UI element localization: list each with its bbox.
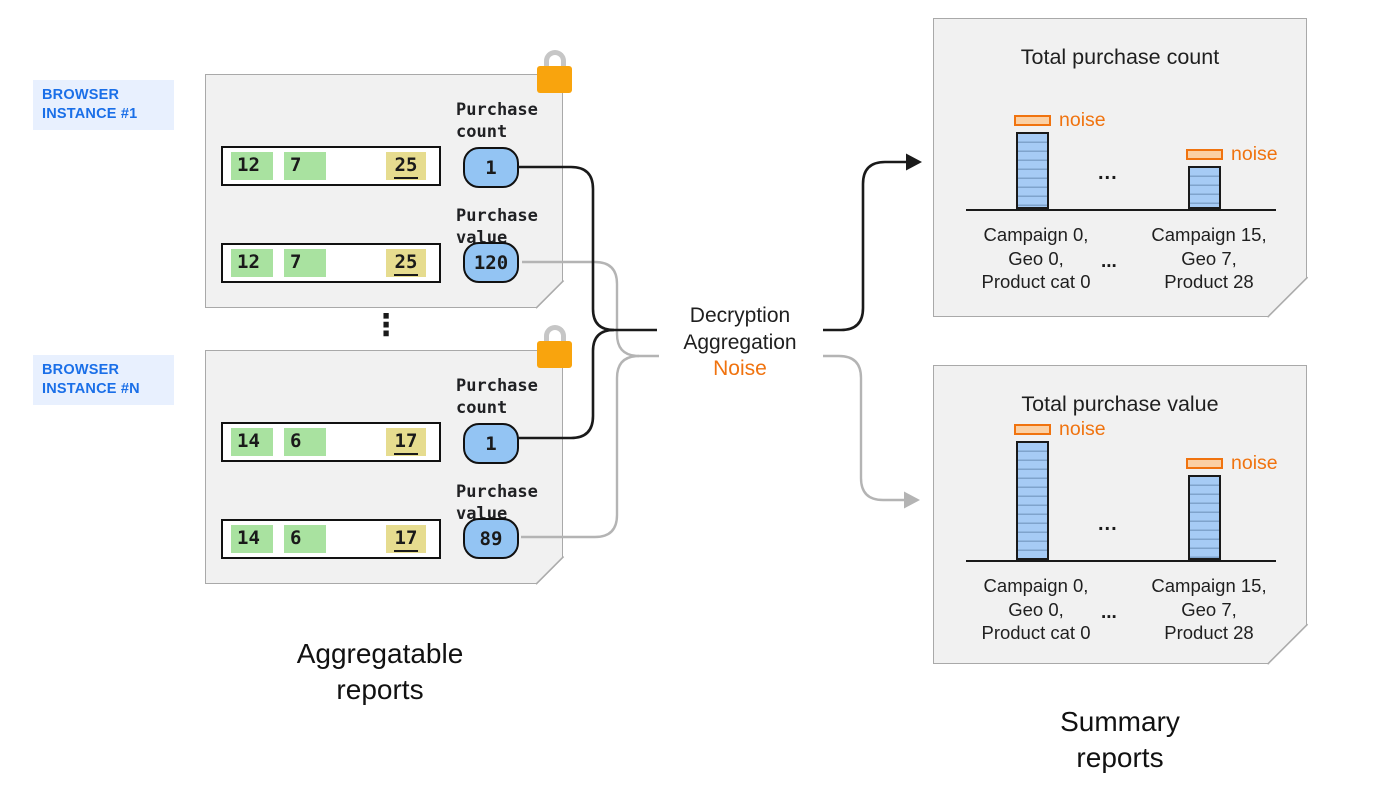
purchase-count-label: Purchase count [456, 100, 538, 142]
bucket-chip-highlight: 25 [386, 152, 426, 180]
aggregation-step: Aggregation [683, 330, 797, 354]
bar-group: noise [1186, 143, 1278, 209]
omitted-bars-ellipsis: ... [1098, 513, 1118, 535]
lock-body [537, 341, 572, 368]
chart-title: Total purchase count [1020, 45, 1220, 69]
more-reports-ellipsis: ⋮ [371, 308, 401, 343]
noise-annotation: noise [1231, 143, 1278, 165]
bar [1188, 166, 1221, 209]
category-label: Campaign 0, Geo 0, Product cat 0 [981, 224, 1091, 292]
purchase-value-bubble: 120 [463, 242, 519, 283]
contribution-row: 12 7 25 [221, 243, 441, 283]
contribution-row: 12 7 25 [221, 146, 441, 186]
bar-group: noise [1186, 452, 1278, 560]
aggregation-process-label: Decryption Aggregation Noise [640, 303, 840, 383]
category-label: Campaign 0, Geo 0, Product cat 0 [981, 575, 1091, 643]
chart-title: Total purchase value [1021, 392, 1219, 416]
browser-instance-n-label: BROWSER INSTANCE #N [33, 355, 174, 405]
noise-annotation: noise [1059, 109, 1106, 131]
bucket-chip-highlight: 17 [386, 525, 426, 553]
bar-chart-purchase-count: noise ... noise [966, 59, 1276, 211]
browser-instance-1-label: BROWSER INSTANCE #1 [33, 80, 174, 130]
lock-icon [537, 50, 573, 96]
bucket-chip-highlight: 17 [386, 428, 426, 456]
bucket-chip: 14 [231, 428, 273, 456]
bar [1016, 441, 1049, 560]
omitted-categories-ellipsis: ... [1101, 602, 1117, 623]
summary-report-panel-value: Total purchase value noise ... noise Cam… [933, 365, 1307, 664]
purchase-value-label: Purchase value [456, 482, 538, 524]
lock-icon [537, 325, 573, 371]
purchase-value-bubble: 89 [463, 518, 519, 559]
bar [1188, 475, 1221, 560]
noise-cap [1186, 458, 1223, 469]
bucket-chip: 7 [284, 152, 326, 180]
noise-annotation: noise [1231, 452, 1278, 474]
noise-cap [1014, 115, 1051, 126]
lock-shackle [544, 50, 566, 74]
aggregatable-report-panel-1: Purchase count 12 7 25 1 Purchase value … [205, 74, 563, 308]
bucket-chip: 12 [231, 152, 273, 180]
noise-cap [1186, 149, 1223, 160]
bucket-chip: 7 [284, 249, 326, 277]
noise-annotation: noise [1059, 418, 1106, 440]
lock-body [537, 66, 572, 93]
noise-step: Noise [713, 357, 767, 380]
aggregatable-reports-caption: Aggregatable reports [296, 638, 464, 705]
bucket-chip: 6 [284, 428, 326, 456]
bucket-chip: 12 [231, 249, 273, 277]
category-label: Campaign 15, Geo 7, Product 28 [1151, 575, 1267, 643]
bar-group: noise [1014, 109, 1106, 209]
gray-arrowhead-icon [904, 491, 920, 509]
purchase-count-bubble: 1 [463, 423, 519, 464]
omitted-categories-ellipsis: ... [1101, 251, 1117, 272]
purchase-count-bubble: 1 [463, 147, 519, 188]
omitted-bars-ellipsis: ... [1098, 162, 1118, 184]
bucket-chip: 6 [284, 525, 326, 553]
black-arrowhead-icon [906, 153, 922, 171]
decryption-step: Decryption [689, 304, 791, 327]
bucket-chip: 14 [231, 525, 273, 553]
contribution-row: 14 6 17 [221, 422, 441, 462]
summary-reports-caption: Summary reports [1060, 706, 1180, 773]
category-label: Campaign 15, Geo 7, Product 28 [1151, 224, 1267, 292]
noise-cap [1014, 424, 1051, 435]
contribution-row: 14 6 17 [221, 519, 441, 559]
bar-group: noise [1014, 418, 1106, 560]
purchase-count-label: Purchase count [456, 376, 538, 418]
bucket-chip-highlight: 25 [386, 249, 426, 277]
bar-chart-purchase-value: noise ... noise [966, 406, 1276, 562]
summary-report-panel-count: Total purchase count noise ... noise Cam… [933, 18, 1307, 317]
aggregatable-report-panel-n: Purchase count 14 6 17 1 Purchase value … [205, 350, 563, 584]
bar [1016, 132, 1049, 209]
